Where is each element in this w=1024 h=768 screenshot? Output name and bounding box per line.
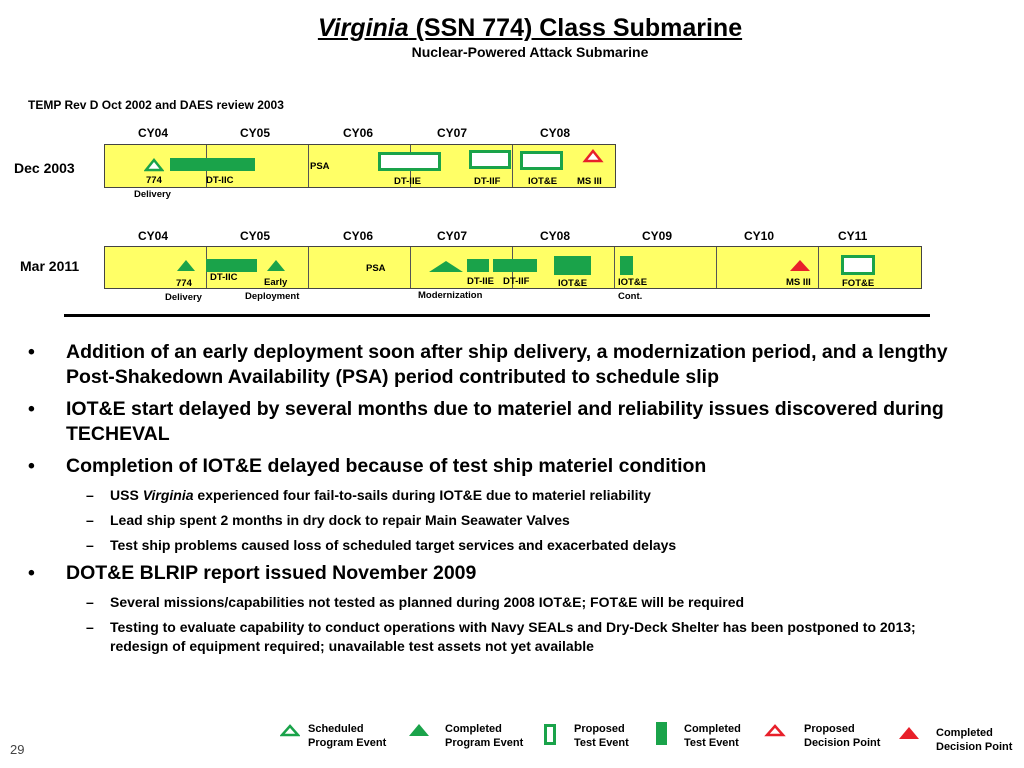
year-label: CY10 bbox=[744, 229, 775, 243]
title-italic: Virginia bbox=[317, 14, 409, 42]
year-label: CY04 bbox=[138, 126, 169, 140]
sub-bullet-item: – Lead ship spent 2 months in dry dock t… bbox=[86, 512, 570, 528]
title-rest: (SSN 774) Class Submarine bbox=[408, 14, 743, 42]
year-label: CY05 bbox=[240, 126, 271, 140]
year-label: CY11 bbox=[838, 229, 868, 243]
delivery-label: Delivery bbox=[134, 189, 171, 200]
open-red-triangle-icon bbox=[582, 149, 604, 163]
deployment-label: Deployment bbox=[245, 291, 300, 302]
filled-triangle-icon bbox=[267, 260, 285, 271]
sub-bullet-item: – Test ship problems caused loss of sche… bbox=[86, 537, 677, 553]
delivery-label: Delivery bbox=[165, 292, 202, 303]
early-label: Early bbox=[264, 277, 288, 288]
iote-test-box bbox=[520, 151, 563, 170]
year-label: CY06 bbox=[343, 126, 374, 140]
dt-iic-label: DT-IIC bbox=[210, 272, 238, 283]
dt-iic-test-bar bbox=[206, 259, 257, 272]
ms3-label: MS III bbox=[786, 277, 811, 288]
iote-label: IOT&E bbox=[528, 176, 558, 187]
year-label: CY08 bbox=[540, 229, 571, 243]
filled-red-triangle-icon bbox=[790, 260, 810, 271]
iote-test-bar bbox=[554, 256, 591, 275]
dt-iif-test-bar bbox=[493, 259, 537, 272]
filled-rectangle-icon bbox=[656, 722, 667, 745]
dt-iie-label: DT-IIE bbox=[467, 276, 494, 287]
year-label: CY07 bbox=[437, 126, 468, 140]
dt-iif-test-box bbox=[469, 150, 511, 169]
dt-iif-label: DT-IIF bbox=[503, 276, 530, 287]
bullet-list: • Addition of an early deployment soon a… bbox=[28, 340, 958, 662]
open-triangle-icon bbox=[280, 724, 300, 737]
schedule-caption: TEMP Rev D Oct 2002 and DAES review 2003 bbox=[28, 98, 284, 112]
open-rectangle-icon bbox=[544, 724, 556, 745]
bullet-item: • DOT&E BLRIP report issued November 200… bbox=[28, 562, 477, 584]
fote-test-box bbox=[841, 255, 875, 275]
bullet-item: • IOT&E start delayed by several months … bbox=[28, 398, 944, 445]
dt-iie-test-bar bbox=[467, 259, 489, 272]
bullet-item: • Addition of an early deployment soon a… bbox=[28, 341, 948, 388]
sub-bullet-item: – USS Virginia experienced four fail-to-… bbox=[86, 487, 651, 503]
psa-label: PSA bbox=[310, 161, 330, 172]
filled-triangle-icon bbox=[429, 261, 463, 272]
slide-title: Virginia (SSN 774) Class Submarine Nucle… bbox=[0, 14, 1024, 60]
filled-triangle-icon bbox=[409, 724, 429, 736]
page-number: 29 bbox=[10, 742, 25, 757]
modernization-label: Modernization bbox=[418, 290, 483, 301]
year-label: CY09 bbox=[642, 229, 673, 243]
timeline-label-mar2011: Mar 2011 bbox=[20, 258, 80, 274]
dt-iie-label: DT-IIE bbox=[394, 176, 421, 187]
open-red-triangle-icon bbox=[764, 724, 786, 737]
separator-line bbox=[64, 314, 930, 317]
bullet-item: • Completion of IOT&E delayed because of… bbox=[28, 455, 707, 477]
year-label: CY07 bbox=[437, 229, 468, 243]
ms3-label: MS III bbox=[577, 176, 602, 187]
iote-cont-label: Cont. bbox=[618, 291, 643, 302]
sub-bullet-item: – Testing to evaluate capability to cond… bbox=[86, 619, 916, 654]
year-label: CY08 bbox=[540, 126, 571, 140]
dt-iic-label: DT-IIC bbox=[206, 175, 234, 186]
filled-triangle-icon bbox=[177, 260, 195, 271]
delivery-774-label: 774 bbox=[176, 278, 192, 289]
slide-subtitle: Nuclear-Powered Attack Submarine bbox=[411, 44, 649, 60]
dt-iic-test-bar bbox=[170, 158, 255, 171]
timeline-label-dec2003: Dec 2003 bbox=[14, 160, 75, 176]
sub-bullet-item: – Several missions/capabilities not test… bbox=[86, 594, 745, 610]
filled-red-triangle-icon bbox=[899, 727, 919, 739]
iote-cont-label: IOT&E bbox=[618, 277, 648, 288]
open-triangle-icon bbox=[144, 158, 164, 172]
delivery-774-label: 774 bbox=[146, 175, 162, 186]
year-label: CY05 bbox=[240, 229, 271, 243]
iote-cont-test-bar bbox=[620, 256, 633, 275]
year-label: CY04 bbox=[138, 229, 169, 243]
dt-iie-test-box bbox=[378, 152, 441, 171]
iote-label: IOT&E bbox=[558, 278, 588, 289]
dt-iif-label: DT-IIF bbox=[474, 176, 501, 187]
year-label: CY06 bbox=[343, 229, 374, 243]
psa-label: PSA bbox=[366, 263, 386, 274]
fote-label: FOT&E bbox=[842, 278, 875, 289]
